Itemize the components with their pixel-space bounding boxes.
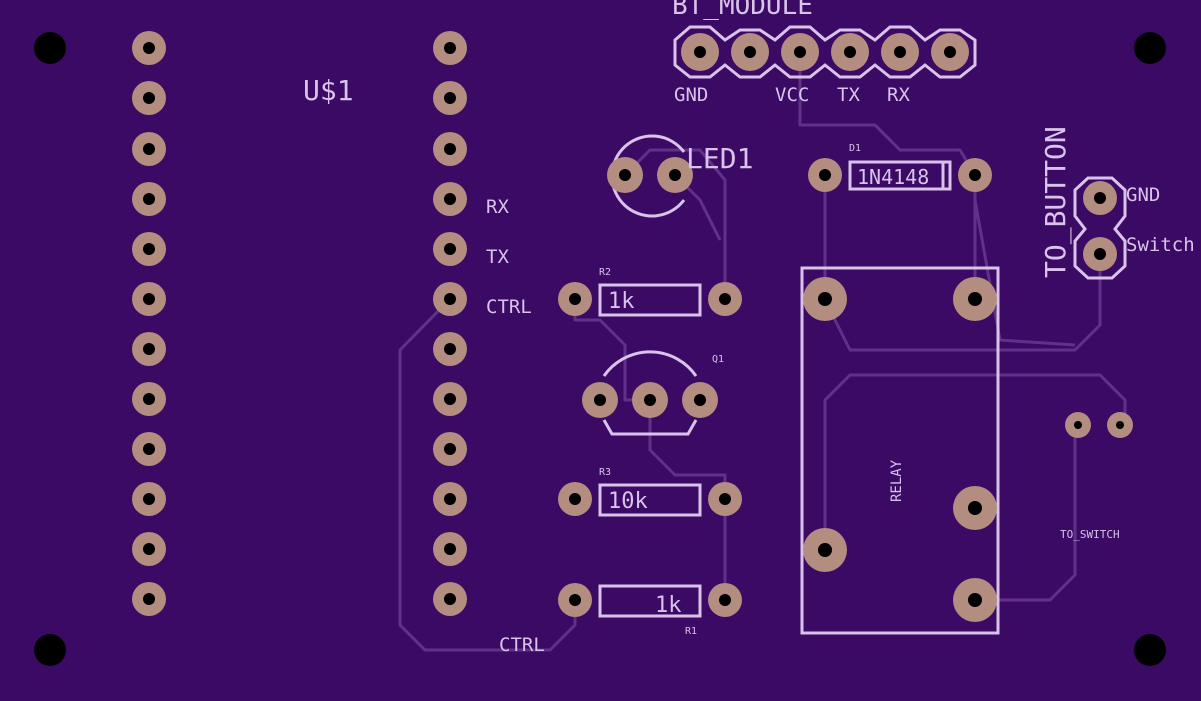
drill-hole (143, 543, 155, 555)
bt-gnd-label: GND (674, 84, 708, 106)
drill-hole (143, 92, 155, 104)
drill-hole (143, 243, 155, 255)
bt-module-label: BT_MODULE (672, 0, 813, 21)
drill-hole (143, 42, 155, 54)
drill-hole (669, 169, 681, 181)
bt-vcc-label: VCC (775, 84, 809, 106)
drill-hole (819, 169, 831, 181)
relay-label: RELAY (889, 459, 905, 502)
mounting-hole (1134, 634, 1166, 666)
drill-hole (694, 394, 706, 406)
mounting-hole (34, 32, 66, 64)
drill-hole (968, 593, 982, 607)
drill-hole (969, 169, 981, 181)
drill-hole (818, 543, 832, 557)
bottom-ctrl-label: CTRL (499, 634, 545, 656)
q1-outline (602, 350, 698, 436)
to-button-outline (1073, 176, 1127, 280)
drill-hole (143, 293, 155, 305)
drill-hole (444, 243, 456, 255)
drill-hole (444, 92, 456, 104)
drill-hole (143, 443, 155, 455)
r2-value-label: 1k (608, 289, 635, 314)
drill-hole (143, 343, 155, 355)
u1-rx-label: RX (486, 196, 509, 218)
drill-hole (1094, 192, 1106, 204)
drill-hole (968, 292, 982, 306)
silkscreen-outlines (598, 25, 1127, 635)
drill-hole (444, 493, 456, 505)
r2-outline (598, 283, 702, 317)
r3-value-label: 10k (608, 489, 648, 514)
drill-hole (143, 143, 155, 155)
drill-hole (143, 393, 155, 405)
drill-hole (1074, 421, 1082, 429)
r1-outline (598, 584, 702, 618)
drill-hole (444, 293, 456, 305)
drill-hole (1094, 248, 1106, 260)
mounting-holes (34, 32, 1166, 666)
to-switch-label: TO_SWITCH (1060, 528, 1120, 541)
button-gnd-label: GND (1126, 184, 1160, 206)
drill-hole (143, 493, 155, 505)
d1-outline (848, 160, 952, 191)
drill-hole (444, 143, 456, 155)
r3-ref-label: R3 (599, 467, 611, 478)
drill-hole (644, 394, 656, 406)
drill-hole (444, 443, 456, 455)
drill-hole (143, 193, 155, 205)
mounting-hole (34, 634, 66, 666)
drill-hole (694, 46, 706, 58)
drill-hole (944, 46, 956, 58)
drill-hole (619, 169, 631, 181)
bt-module-outline (673, 25, 977, 79)
drill-hole (1116, 421, 1124, 429)
u1-ctrl-label: CTRL (486, 296, 532, 318)
led1-label: LED1 (686, 142, 753, 175)
drill-hole (844, 46, 856, 58)
silkscreen-text: BT_MODULE U$1 LED1 D1 1N4148 GND VCC TX … (303, 0, 1195, 656)
button-switch-label: Switch (1126, 234, 1195, 256)
d1-value-label: 1N4148 (857, 165, 929, 189)
drill-hole (444, 543, 456, 555)
u1-label: U$1 (303, 74, 354, 107)
d1-ref-label: D1 (849, 143, 861, 154)
drill-hole (794, 46, 806, 58)
relay-outline (800, 266, 1000, 635)
r1-value-label: 1k (655, 593, 682, 618)
drill-hole (444, 593, 456, 605)
drill-hole (444, 343, 456, 355)
r1-ref-label: R1 (685, 626, 697, 637)
drill-hole (143, 593, 155, 605)
drill-hole (569, 594, 581, 606)
drill-hole (719, 594, 731, 606)
drill-hole (719, 493, 731, 505)
to-button-label: TO_BUTTON (1039, 126, 1073, 278)
drill-hole (744, 46, 756, 58)
bt-rx-label: RX (887, 84, 910, 106)
drill-hole (444, 42, 456, 54)
drill-hole (444, 393, 456, 405)
r3-outline (598, 483, 702, 517)
drill-hole (719, 293, 731, 305)
u1-tx-label: TX (486, 246, 509, 268)
drill-hole (968, 501, 982, 515)
copper-traces (398, 52, 1127, 652)
q1-ref-label: Q1 (712, 354, 724, 365)
pads (132, 31, 1133, 622)
drill-hole (444, 193, 456, 205)
drill-hole (594, 394, 606, 406)
drill-hole (894, 46, 906, 58)
r2-ref-label: R2 (599, 267, 611, 278)
bt-tx-label: TX (837, 84, 860, 106)
drill-hole (569, 293, 581, 305)
mounting-hole (1134, 32, 1166, 64)
drill-hole (818, 292, 832, 306)
drill-hole (569, 493, 581, 505)
